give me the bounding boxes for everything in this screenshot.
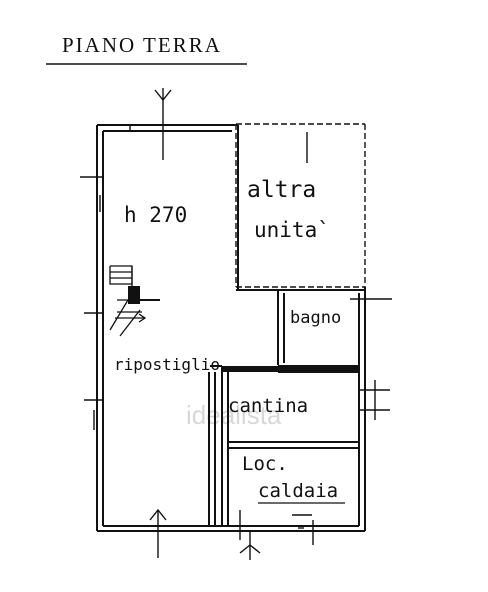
- plan-title: PIANO TERRA: [62, 33, 222, 57]
- stair: [109, 265, 147, 337]
- bagno-label: bagno: [290, 308, 341, 328]
- cantina-wall-heavy: [222, 366, 359, 372]
- altra-unita-label-line1: altra: [247, 177, 316, 203]
- section-markers: [80, 88, 392, 560]
- stair-post: [128, 286, 140, 304]
- interior-walls: [208, 290, 359, 526]
- room-height-label: h 270: [124, 203, 187, 227]
- loc-caldaia-label-line1: Loc.: [242, 453, 288, 475]
- loc-caldaia-label-line2: caldaia: [258, 480, 338, 502]
- cantina-label: cantina: [228, 395, 308, 417]
- ripostiglio-label: ripostiglio: [114, 355, 220, 374]
- exterior-walls: [96, 124, 366, 532]
- altra-unita-label-line2: unita`: [254, 218, 330, 242]
- altra-unita-boundary: [235, 123, 366, 288]
- watermark-logo: idealista: [186, 400, 282, 430]
